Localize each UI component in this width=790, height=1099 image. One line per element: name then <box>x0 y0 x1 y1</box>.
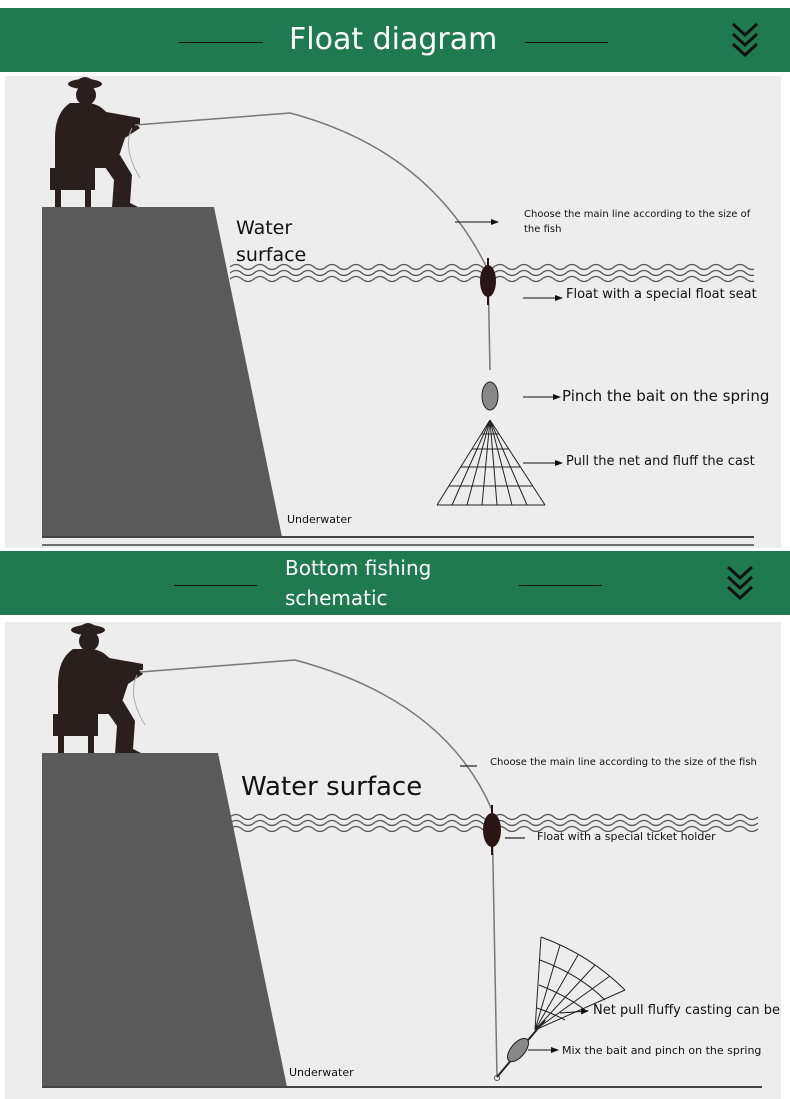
fishing-rod-line <box>139 659 498 1078</box>
divider-line <box>174 585 257 586</box>
section-title: Bottom fishing schematic <box>285 556 432 610</box>
net-label: Pull the net and fluff the cast <box>566 454 755 469</box>
shore-cliff <box>42 207 282 537</box>
section-banner-float-diagram: Float diagram <box>0 8 790 72</box>
divider-line <box>525 42 608 43</box>
section-banner-bottom-fishing: Bottom fishing schematic <box>0 551 790 615</box>
net-label: Net pull fluffy casting can be <box>593 1003 780 1018</box>
double-chevron-down-icon <box>726 565 754 601</box>
spring-icon <box>507 1037 529 1063</box>
divider-line <box>519 585 602 586</box>
float-label: Float with a special ticket holder <box>537 830 716 843</box>
water-surface-label: Water surface <box>236 217 307 266</box>
spring-icon <box>481 381 499 411</box>
fisherman-silhouette <box>50 77 140 208</box>
spring-label: Pinch the bait on the spring <box>562 387 770 405</box>
cast-net-icon <box>436 419 546 506</box>
main-line-label: Choose the main line according to the si… <box>490 757 757 768</box>
spring-label: Mix the bait and pinch on the spring <box>562 1044 762 1057</box>
fisherman-silhouette <box>53 623 143 754</box>
section-title: Float diagram <box>289 22 498 57</box>
water-surface-label: Water surface <box>241 772 423 802</box>
underwater-label: Underwater <box>289 1066 354 1079</box>
cast-net-icon <box>534 936 626 1031</box>
main-line-label: Choose the main line according to the si… <box>524 209 751 235</box>
shore-cliff <box>42 753 287 1087</box>
divider-line <box>179 42 263 43</box>
double-chevron-down-icon <box>731 22 759 58</box>
float-label: Float with a special float seat <box>566 287 757 302</box>
underwater-label: Underwater <box>287 513 352 526</box>
fishing-rod-line <box>134 112 491 371</box>
